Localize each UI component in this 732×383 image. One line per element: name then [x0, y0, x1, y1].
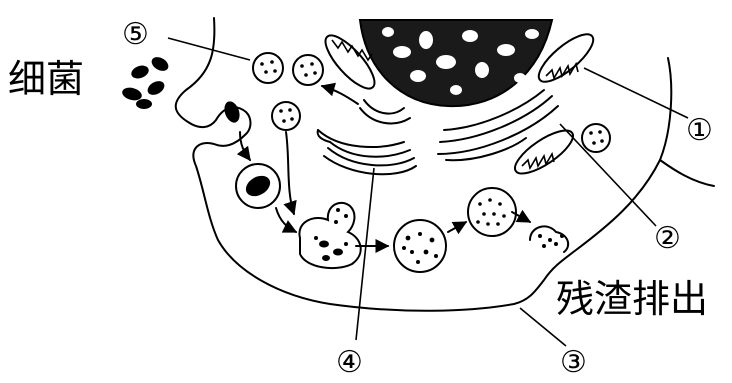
golgi-apparatus-left: [318, 100, 416, 174]
phagosome-forming: [222, 99, 243, 124]
cell-membrane-right: [660, 160, 714, 186]
phagosome: [236, 164, 280, 208]
label-3: ③: [560, 345, 587, 380]
vesicle-4: [582, 124, 610, 152]
label-bacteria: 细菌: [8, 57, 84, 101]
vesicle-1: [253, 53, 283, 83]
digestive-vesicle-1: [394, 220, 446, 272]
label-4: ④: [336, 345, 363, 380]
vesicle-2: [293, 55, 323, 85]
label-residue: 残渣排出: [556, 277, 708, 321]
label-1: ①: [686, 113, 713, 148]
nucleus: [360, 20, 552, 106]
vesicle-3: [272, 102, 300, 130]
phagolysosome: [299, 203, 360, 268]
label-2: ②: [654, 221, 681, 256]
label-5: ⑤: [122, 17, 149, 52]
residue-exocytosis: [530, 226, 568, 252]
bacteria-cluster: [121, 54, 171, 109]
digestive-vesicle-2: [468, 188, 516, 236]
